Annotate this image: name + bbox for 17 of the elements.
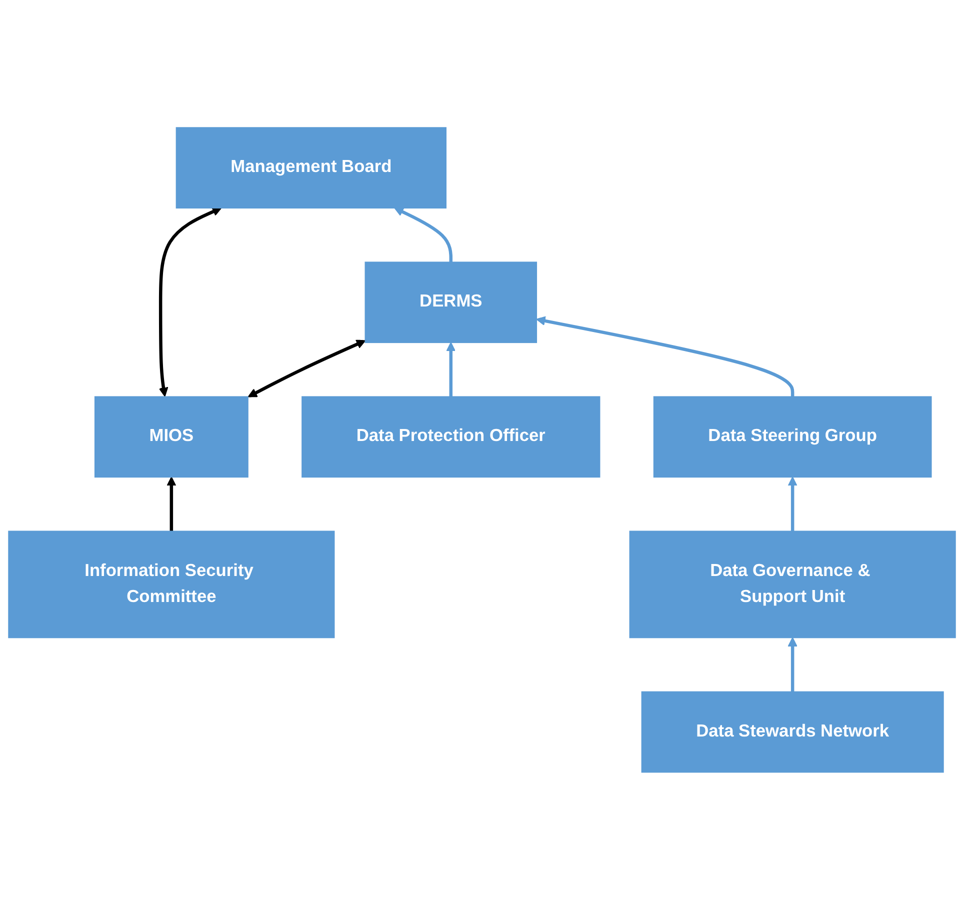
arrow	[446, 342, 456, 397]
arrow	[788, 476, 798, 532]
node-box	[629, 530, 956, 638]
arrow	[158, 207, 222, 397]
node-box	[302, 396, 600, 478]
node-box	[94, 396, 248, 478]
node-box	[364, 262, 538, 344]
arrow	[394, 207, 453, 262]
node-box	[176, 127, 446, 209]
node-box	[8, 530, 335, 638]
org-chart-drawing: Management Board MIOS DERMS Information Security Committee Data Protection Officer Data Steering Group Data Governance & Support Unit Data Stewards Network	[0, 119, 964, 781]
arrow	[536, 316, 794, 397]
arrow	[166, 476, 176, 532]
arrow	[248, 340, 366, 398]
node-box	[641, 691, 944, 773]
node-box	[653, 396, 932, 478]
arrow	[788, 637, 798, 692]
